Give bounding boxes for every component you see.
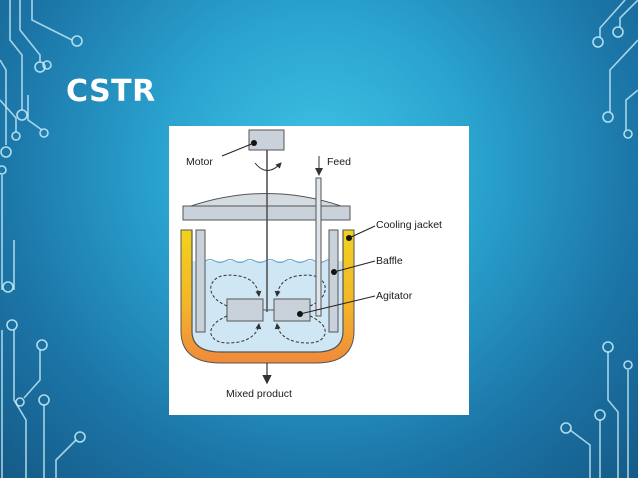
label-agitator: Agitator — [376, 290, 413, 302]
cstr-diagram: Motor Feed Cooling jacket Baffle Agitato… — [169, 126, 469, 415]
vessel-wall — [191, 230, 344, 353]
agitator-blade-left — [226, 298, 264, 322]
liquid-surface — [204, 259, 336, 263]
rotation-arrow-icon — [254, 162, 282, 171]
motor — [248, 129, 285, 151]
feed-pipe — [315, 177, 322, 317]
label-feed: Feed — [327, 156, 351, 168]
vessel-lid — [190, 193, 342, 207]
label-motor: Motor — [186, 156, 213, 168]
label-cooling-jacket: Cooling jacket — [376, 219, 442, 231]
baffle-left — [195, 229, 206, 333]
agitator-blade-right — [273, 298, 311, 322]
label-baffle: Baffle — [376, 255, 403, 267]
slide-title: CSTR — [66, 74, 156, 109]
baffle-right — [328, 229, 339, 333]
label-mixed-product: Mixed product — [226, 388, 292, 400]
